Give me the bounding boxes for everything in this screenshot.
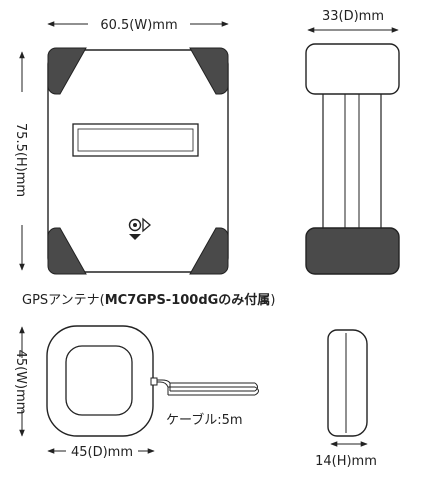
- antenna-width-label: 45(W)mm: [13, 350, 28, 415]
- antenna-caption: GPSアンテナ(MC7GPS-100dGのみ付属): [22, 292, 275, 308]
- corner-bumper-top-left: [47, 47, 87, 95]
- sensor-icon: [128, 217, 151, 240]
- corner-bumper-top-right: [189, 47, 229, 95]
- antenna-caption-model: MC7GPS-100dGのみ付属: [105, 292, 271, 308]
- receiver-depth-label: 33(D)mm: [322, 9, 384, 24]
- corner-bumper-bottom-left: [47, 227, 87, 275]
- antenna-caption-prefix: GPSアンテナ(: [22, 293, 105, 308]
- antenna-cable: [157, 379, 259, 396]
- antenna-depth-label: 45(D)mm: [71, 445, 133, 460]
- display-window-inner: [77, 128, 194, 152]
- antenna-height-label: 14(H)mm: [315, 454, 377, 469]
- receiver-width-label: 60.5(W)mm: [100, 18, 177, 33]
- antenna-caption-suffix: ): [270, 293, 275, 308]
- receiver-body: [47, 49, 229, 273]
- receiver-front-view: [47, 47, 229, 275]
- cable-connector: [150, 377, 158, 386]
- cable-length-label: ケーブル:5m: [166, 412, 243, 428]
- receiver-height-label: 75.5(H)mm: [13, 123, 28, 197]
- antenna-side-view: [327, 329, 368, 437]
- corner-bumper-bottom-right: [189, 227, 229, 275]
- antenna-side-body: [327, 329, 368, 437]
- side-bumper-top: [305, 43, 400, 95]
- receiver-side-view: [305, 43, 400, 275]
- antenna-top-view: [46, 325, 259, 437]
- side-bumper-bottom: [305, 227, 400, 275]
- antenna-dome: [65, 345, 133, 416]
- side-body: [322, 83, 382, 241]
